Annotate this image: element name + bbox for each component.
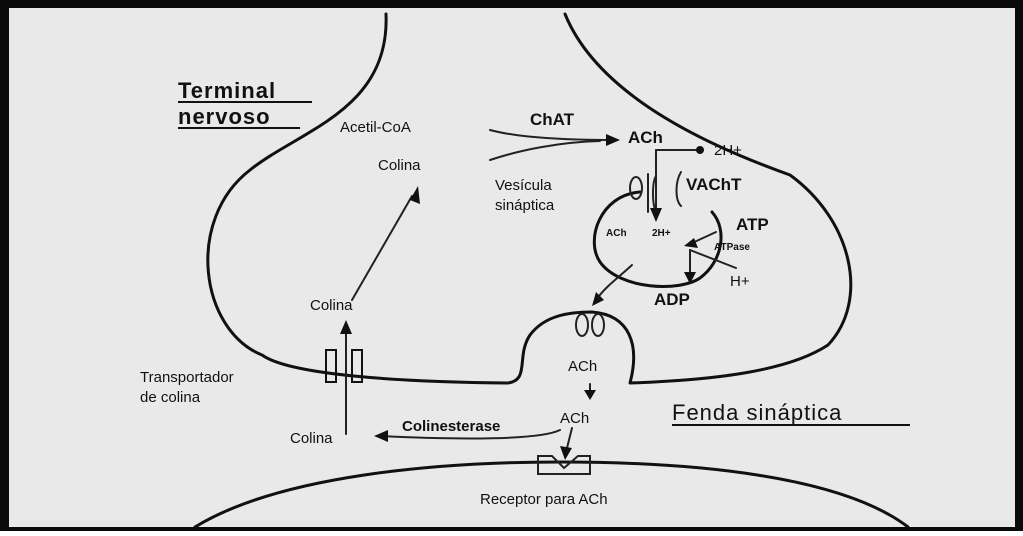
label-acetil-coa: Acetil-CoA: [340, 119, 411, 136]
label-ach-cleft: ACh: [560, 410, 589, 427]
label-ach-vesicle: ACh: [606, 228, 627, 239]
label-terminal: Terminal: [178, 78, 276, 103]
label-colina-upper: Colina: [378, 157, 421, 174]
label-h-plus: H+: [730, 273, 750, 290]
label-colinesterase: Colinesterase: [402, 418, 500, 435]
label-ach-top: ACh: [628, 128, 663, 147]
label-sinaptica: sináptica: [495, 197, 555, 214]
label-2h-vesicle: 2H+: [652, 228, 671, 239]
label-de-colina: de colina: [140, 389, 201, 406]
label-colina-bottom: Colina: [290, 430, 333, 447]
label-atp: ATP: [736, 215, 769, 234]
label-fenda: Fenda sináptica: [672, 400, 842, 425]
label-adp: ADP: [654, 290, 690, 309]
label-nervoso: nervoso: [178, 104, 271, 129]
label-colina-mid: Colina: [310, 297, 353, 314]
label-atpase: ATPase: [714, 242, 750, 253]
label-vesicula: Vesícula: [495, 177, 552, 194]
label-transportador: Transportador: [140, 369, 234, 386]
label-ach-release: ACh: [568, 358, 597, 375]
label-chat: ChAT: [530, 110, 575, 129]
label-receptor: Receptor para ACh: [480, 491, 608, 508]
diagram-panel: [9, 8, 1015, 527]
label-2h-plus: 2H+: [714, 142, 742, 159]
label-vacht: VAChT: [686, 175, 742, 194]
